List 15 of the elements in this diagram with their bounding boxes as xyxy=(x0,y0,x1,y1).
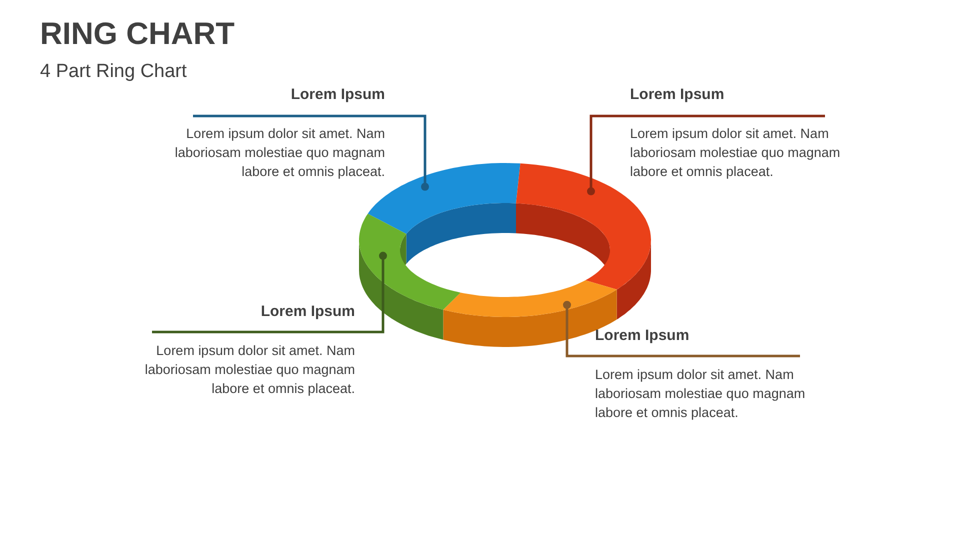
callout-text: Lorem ipsum dolor sit amet. Nam laboriosam molestiae quo magnam labore et omnis placeat. xyxy=(144,342,355,398)
leader-line xyxy=(587,114,825,196)
callout-heading: Lorem Ipsum xyxy=(595,327,690,345)
callout-heading: Lorem Ipsum xyxy=(260,303,355,321)
callout-heading: Lorem Ipsum xyxy=(290,86,385,104)
leader-line xyxy=(193,114,429,191)
ring-segment xyxy=(359,214,461,340)
callout-text: Lorem ipsum dolor sit amet. Nam laboriosam molestiae quo magnam labore et omnis placeat. xyxy=(630,125,842,181)
callout-text: Lorem ipsum dolor sit amet. Nam laboriosam molestiae quo magnam labore et omnis placeat. xyxy=(595,366,806,422)
leader-line xyxy=(152,252,387,334)
subtitle: 4 Part Ring Chart xyxy=(40,61,187,83)
callout-text: Lorem ipsum dolor sit amet. Nam laboriosam molestiae quo magnam labore et omnis placeat. xyxy=(174,125,385,181)
callout-heading: Lorem Ipsum xyxy=(630,86,726,104)
leader-line xyxy=(563,300,800,358)
title: RING CHART xyxy=(40,16,235,52)
